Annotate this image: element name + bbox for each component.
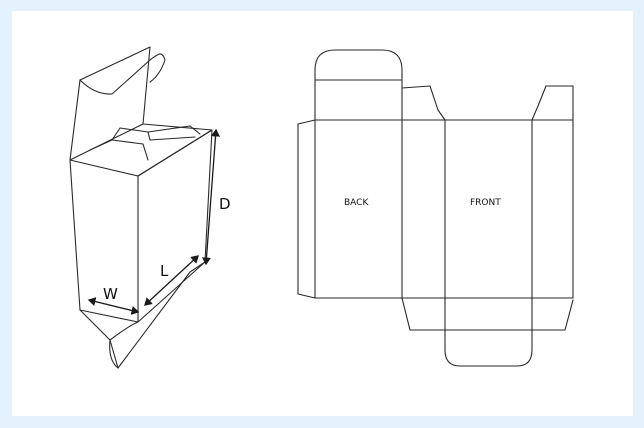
- glue-flap: [297, 119, 316, 299]
- box-3d-illustration: W L D: [69, 46, 231, 369]
- width-dimension-arrow: [87, 297, 140, 315]
- box-lid-tuck: [79, 53, 166, 95]
- top-dust-flap-left: [401, 85, 446, 121]
- bottom-lid: [444, 297, 533, 331]
- length-label: L: [160, 262, 169, 280]
- box-side-panel: [137, 129, 213, 323]
- top-tuck-flap: [314, 49, 403, 81]
- dieline-body: [314, 119, 574, 299]
- box-open-lid: [69, 46, 151, 161]
- box-inner-flap: [89, 127, 151, 161]
- front-panel-label: FRONT: [470, 198, 501, 208]
- depth-dimension-arrow: [201, 128, 221, 266]
- dieline-layout: BACK FRONT: [297, 49, 574, 367]
- diagram-canvas: W L D BACK FRONT: [69, 46, 574, 369]
- width-label: W: [103, 285, 118, 303]
- bottom-dust-flap-right: [531, 299, 574, 331]
- bottom-dust-flap-left: [401, 297, 446, 331]
- box-bottom-tuck: [109, 321, 139, 369]
- bottom-tuck-flap: [444, 329, 533, 367]
- diagram-card: W L D BACK FRONT: [12, 11, 633, 416]
- box-bottom-flap: [79, 261, 206, 369]
- back-panel-label: BACK: [344, 198, 369, 208]
- depth-label: D: [219, 195, 231, 213]
- top-dust-flap-right: [531, 85, 574, 121]
- box-inner-flap-2: [147, 125, 201, 141]
- top-lid: [314, 79, 403, 121]
- length-dimension-arrow: [144, 255, 199, 306]
